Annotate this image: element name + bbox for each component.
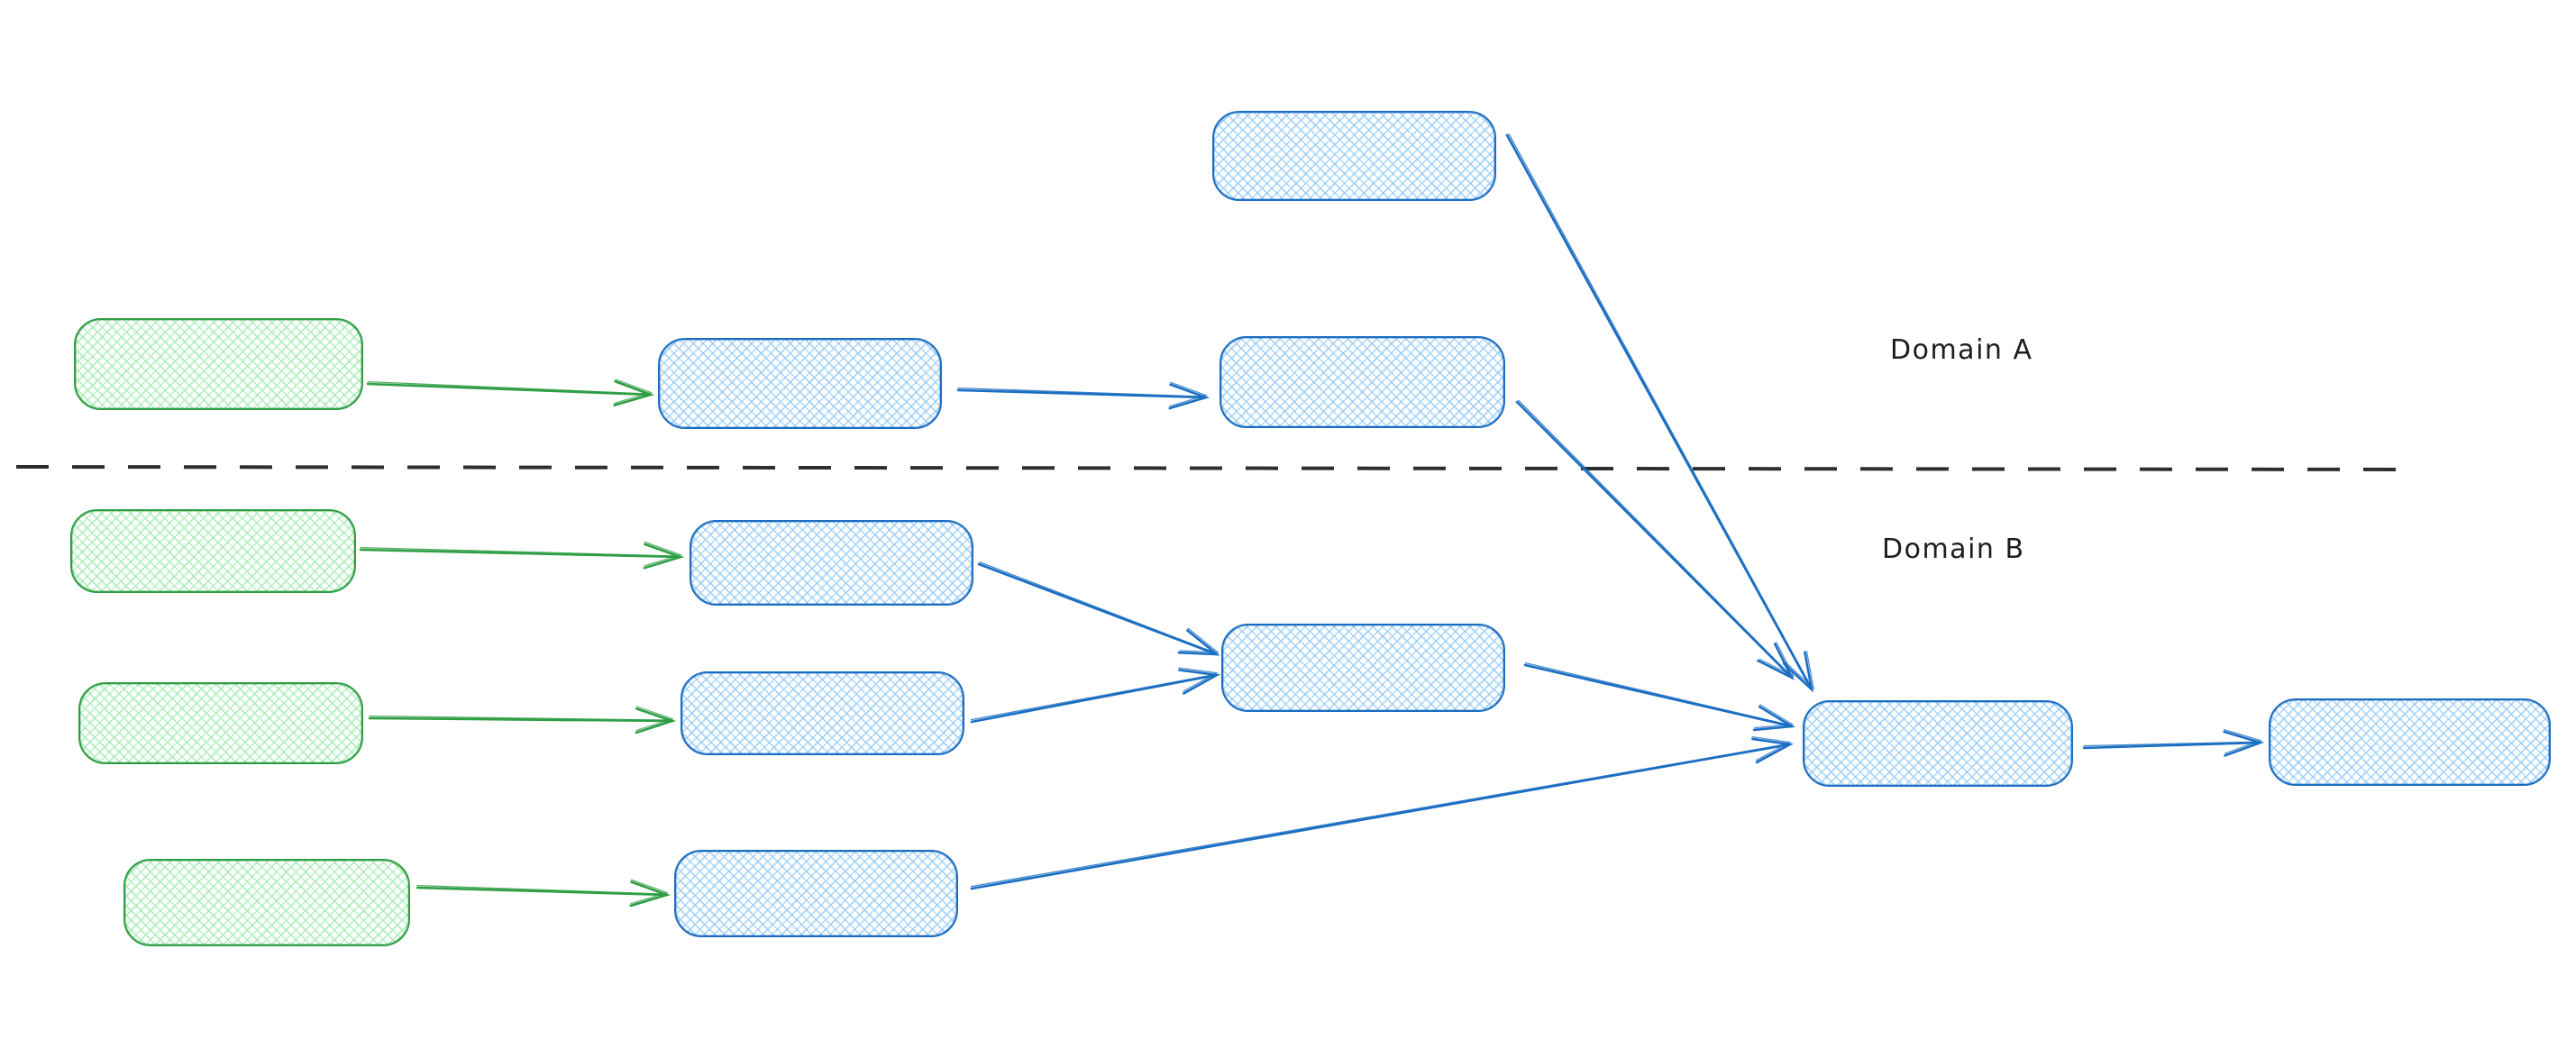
blue-box-top[interactable] [1212, 111, 1496, 201]
arrow-a1-to-a2[interactable] [956, 381, 1210, 410]
blue-box-output[interactable] [2269, 698, 2551, 786]
green-box-domain-a[interactable] [74, 318, 363, 410]
green-box-domain-b-2[interactable] [78, 682, 363, 764]
arrow-b-source3-to-b3[interactable] [416, 879, 671, 908]
arrow-b1-to-merge[interactable] [977, 561, 1220, 656]
green-box-domain-b-1[interactable] [70, 509, 356, 593]
arrow-hub-to-output[interactable] [2082, 729, 2265, 757]
blue-box-hub[interactable] [1803, 700, 2073, 787]
blue-box-domain-b-1[interactable] [690, 520, 973, 606]
blue-box-merge-domain-b[interactable] [1221, 624, 1505, 712]
blue-box-domain-a-1[interactable] [658, 338, 942, 429]
arrow-b2-to-merge[interactable] [970, 667, 1221, 724]
blue-box-domain-a-2[interactable] [1219, 336, 1505, 428]
arrow-b-source1-to-b1[interactable] [359, 541, 685, 570]
blue-box-domain-b-3[interactable] [674, 850, 958, 937]
arrow-merge-to-hub[interactable] [1523, 662, 1796, 732]
domain-a-label[interactable]: Domain A [1890, 334, 2033, 366]
domain-divider-dashed-line[interactable] [15, 465, 2415, 471]
domain-b-label[interactable]: Domain B [1882, 534, 2025, 565]
arrow-top-to-hub[interactable] [1505, 133, 1815, 693]
arrow-a-source-to-a1[interactable] [366, 379, 655, 406]
blue-box-domain-b-2[interactable] [681, 671, 964, 755]
green-box-domain-b-3[interactable] [123, 859, 410, 946]
arrow-b3-to-hub[interactable] [970, 735, 1795, 890]
arrow-b-source2-to-b2[interactable] [368, 706, 677, 734]
arrow-a2-to-hub[interactable] [1515, 399, 1795, 680]
